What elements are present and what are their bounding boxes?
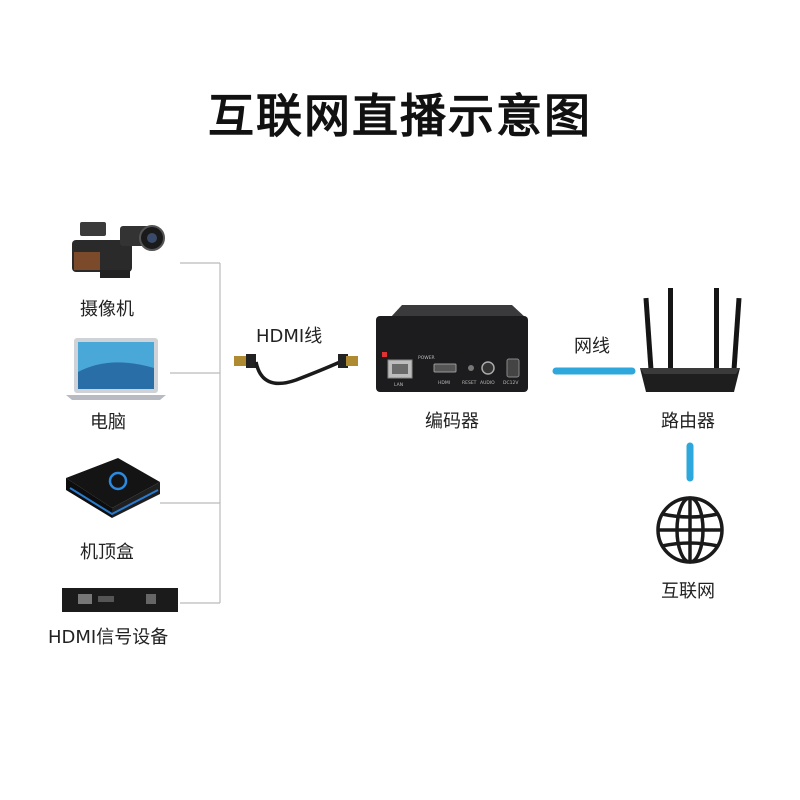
port-label-lan: LAN: [394, 382, 403, 388]
globe-icon: [656, 496, 724, 564]
internet-label: 互联网: [661, 581, 715, 602]
encoder-label: 编码器: [425, 411, 479, 432]
encoder-device-icon: [376, 305, 528, 392]
source-label-camera: 摄像机: [80, 299, 134, 320]
source-label-hdmi-device: HDMI信号设备: [48, 627, 169, 648]
port-label-dc12v: DC12V: [503, 380, 519, 386]
port-label-reset: RESET: [462, 380, 477, 386]
hdmi-cable-icon: [234, 354, 358, 386]
encoder-port-labels: POWER LAN HDMI RESET AUDIO DC12V: [394, 355, 519, 388]
laptop-icon: [66, 338, 166, 400]
router-label: 路由器: [661, 411, 715, 432]
set-top-box-icon: [66, 458, 160, 518]
video-camera-icon: [72, 222, 165, 278]
port-label-audio: AUDIO: [480, 380, 495, 386]
router-icon: [640, 288, 742, 392]
network-cable-label: 网线: [574, 336, 610, 357]
source-label-set-top-box: 机顶盒: [80, 542, 134, 563]
source-connector-lines: [160, 262, 221, 604]
source-label-laptop: 电脑: [90, 412, 126, 433]
hdmi-device-icon: [62, 588, 178, 612]
port-label-power: POWER: [418, 355, 435, 361]
hdmi-cable-label: HDMI线: [256, 326, 323, 347]
page-title: 互联网直播示意图: [208, 89, 592, 143]
port-label-hdmi: HDMI: [438, 380, 450, 386]
